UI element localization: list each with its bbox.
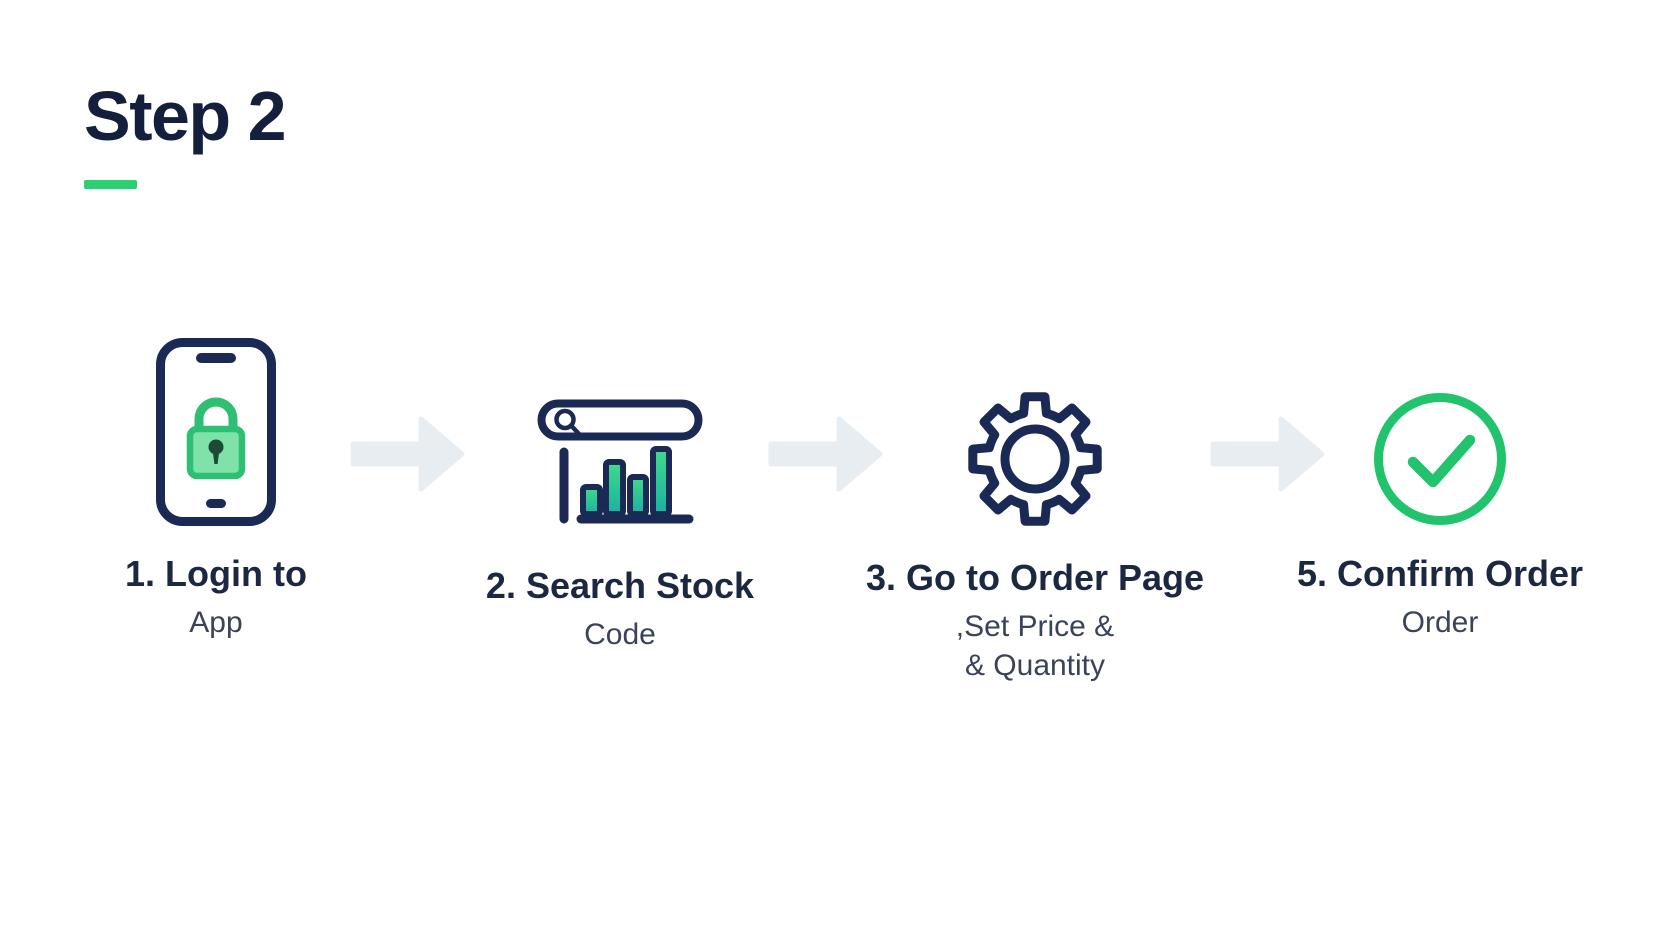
title-underline: [84, 180, 137, 189]
arrow-right-icon: [1210, 414, 1326, 494]
step-title: 3. Go to Order Page: [865, 557, 1205, 598]
arrow-right-icon: [350, 414, 466, 494]
step-subtitle: App: [189, 606, 243, 640]
page-title: Step 2: [84, 77, 287, 155]
step-login: 1. Login to App: [46, 335, 386, 642]
step-subtitle: ,Set Price & & Quantity: [956, 607, 1114, 685]
step-search-stock: 2. Search Stock Code: [450, 335, 790, 654]
arrow-right-icon: [768, 414, 884, 494]
gear-icon: [968, 392, 1102, 526]
step-order-icon-box: [967, 335, 1103, 527]
step-subtitle-line: & Quantity: [964, 649, 1106, 683]
step-title: 1. Login to: [125, 553, 307, 594]
check-circle-icon: [1374, 393, 1506, 525]
step-login-icon-box: [155, 335, 277, 527]
step-title: 5. Confirm Order: [1296, 553, 1584, 594]
step-order-page: 3. Go to Order Page ,Set Price & & Quant…: [865, 335, 1205, 685]
step-search-icon-box: [537, 335, 703, 527]
step-subtitle: Code: [584, 618, 656, 652]
step-confirm-order: 5. Confirm Order Order: [1270, 335, 1610, 642]
step-title: 2. Search Stock: [485, 565, 755, 606]
step-subtitle: Order: [1401, 606, 1479, 640]
step-subtitle-line: ,Set Price &: [955, 610, 1115, 644]
step-confirm-icon-box: [1372, 335, 1508, 527]
stock-search-chart-icon: [537, 399, 703, 524]
phone-lock-icon: [156, 338, 276, 526]
